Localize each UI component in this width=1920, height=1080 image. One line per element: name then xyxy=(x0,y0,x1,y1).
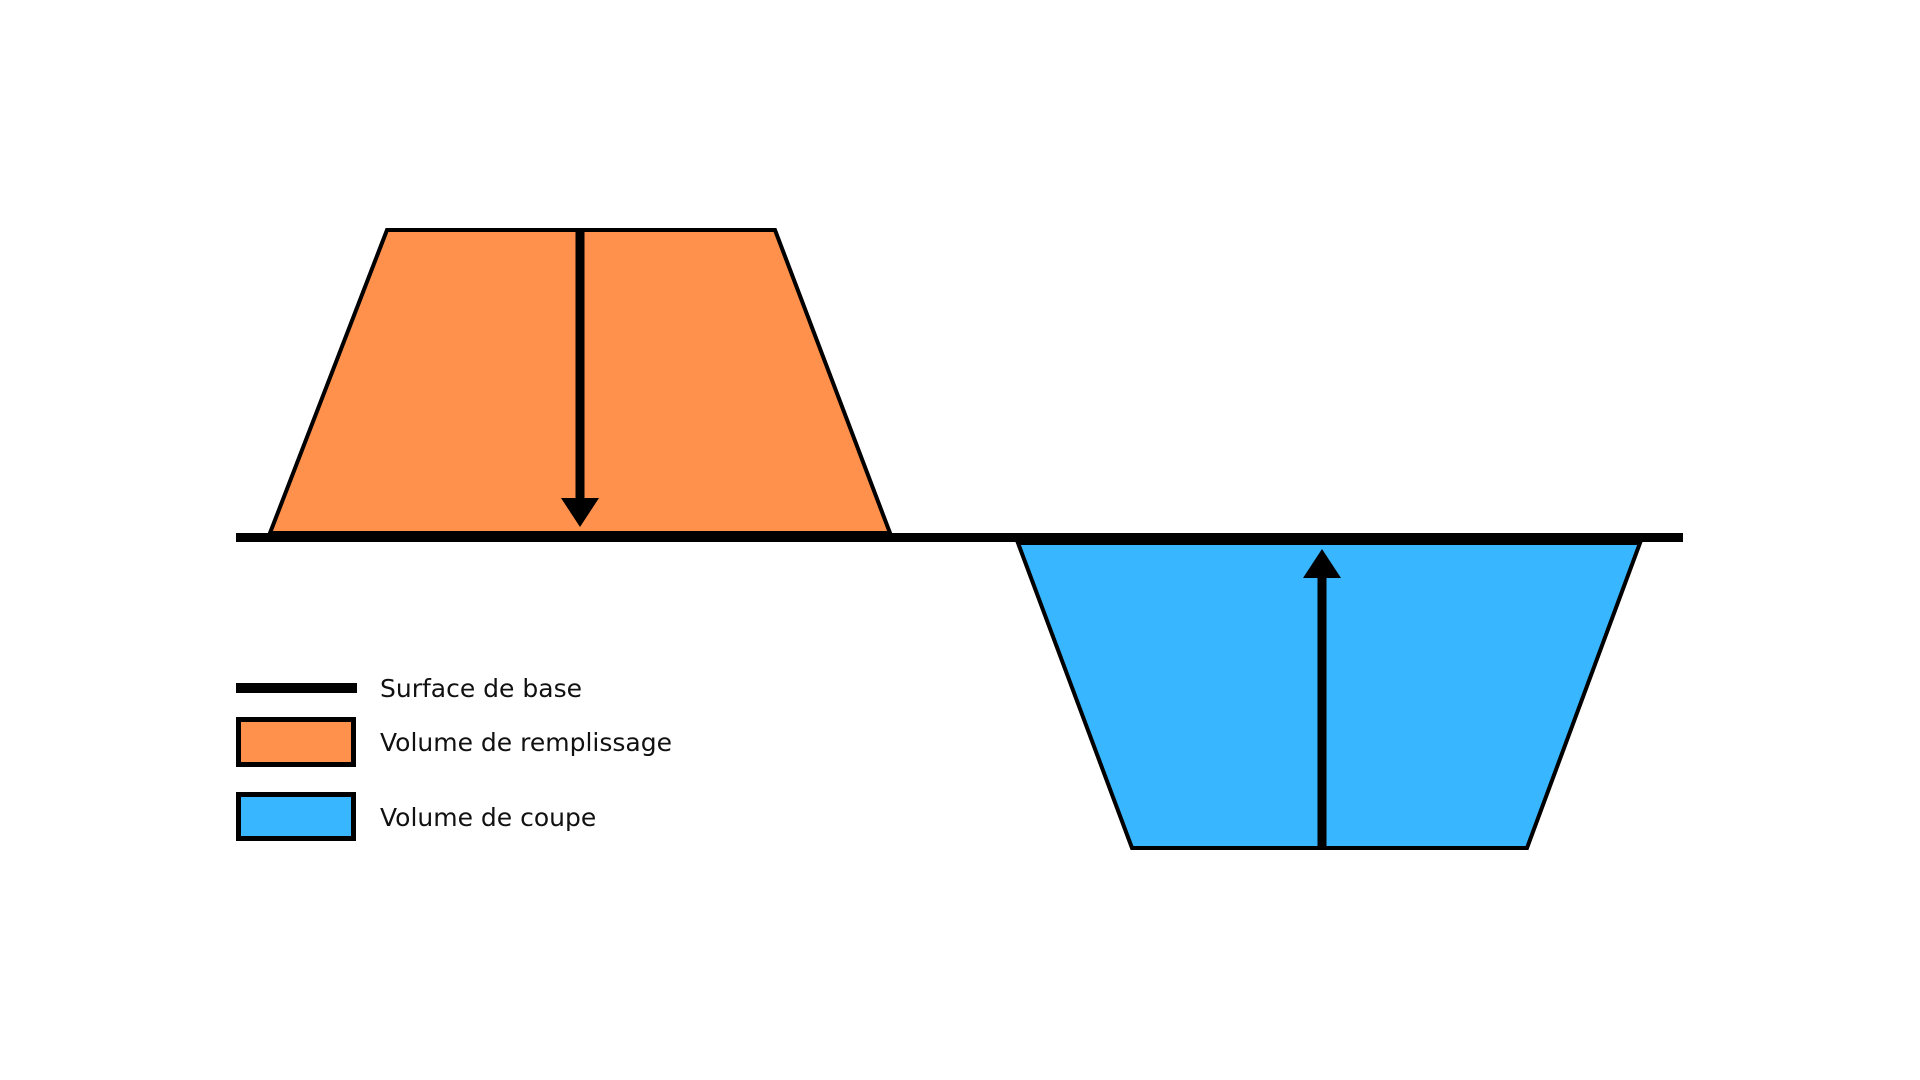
legend-item-cut-volume: Volume de coupe xyxy=(236,792,596,841)
legend-label-fill-volume: Volume de remplissage xyxy=(380,728,672,757)
legend-item-surface: Surface de base xyxy=(236,674,582,703)
arrow-down-icon xyxy=(561,232,599,527)
legend-swatch-surface-line xyxy=(236,683,357,693)
legend-label-surface: Surface de base xyxy=(380,674,582,703)
legend-swatch-fill-volume xyxy=(236,717,356,767)
arrow-up-head xyxy=(1303,549,1341,578)
legend: Surface de base Volume de remplissage Vo… xyxy=(236,674,672,841)
legend-item-fill-volume: Volume de remplissage xyxy=(236,717,672,767)
arrow-up-icon xyxy=(1303,549,1341,847)
legend-swatch-cut-volume xyxy=(236,792,356,841)
base-surface-line xyxy=(236,533,1683,542)
arrow-down-head xyxy=(561,498,599,527)
legend-label-cut-volume: Volume de coupe xyxy=(380,803,596,832)
cut-volume-trapezoid xyxy=(1015,541,1643,850)
